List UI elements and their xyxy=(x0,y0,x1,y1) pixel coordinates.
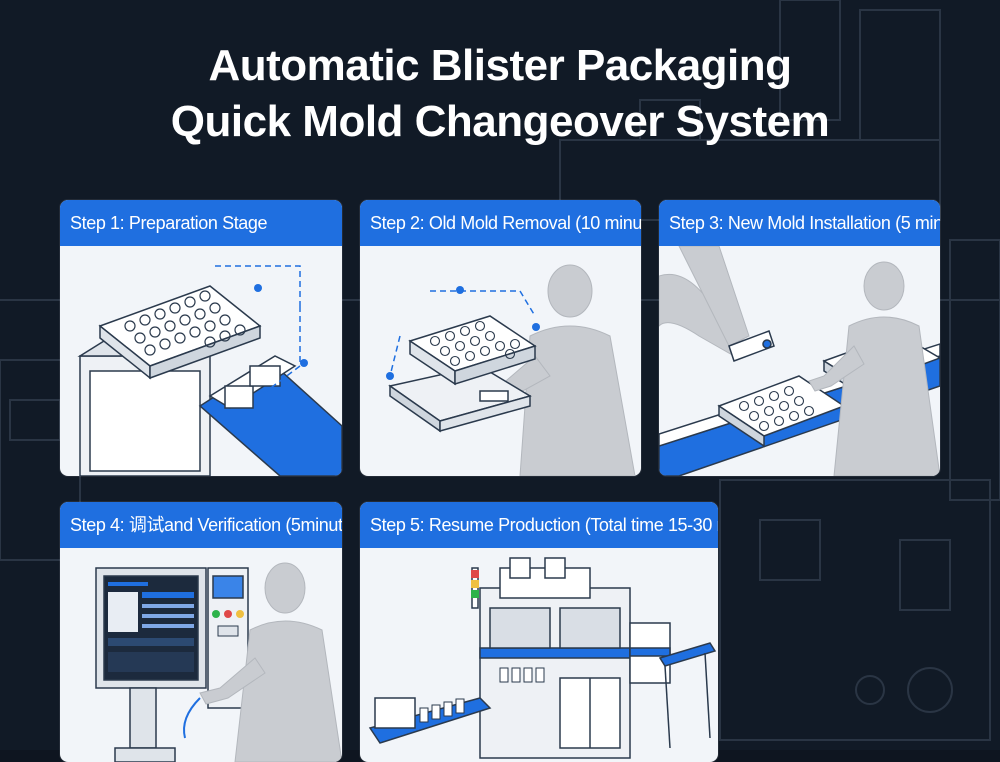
worker-figure xyxy=(808,261,940,476)
step-1-header: Step 1: Preparation Stage xyxy=(60,200,342,246)
worker-figure xyxy=(479,264,636,476)
step-1-card: Step 1: Preparation Stage xyxy=(60,200,342,476)
step-4-card: Step 4: 调试and Verification (5minutes) xyxy=(60,502,342,762)
step-1-illustration xyxy=(60,246,342,476)
worker-arm xyxy=(659,246,750,357)
step-5-illustration xyxy=(360,548,718,762)
step-5-card: Step 5: Resume Production (Total time 15… xyxy=(360,502,718,762)
title-line-2: Quick Mold Changeover System xyxy=(170,97,830,146)
step-2-card: Step 2: Old Mold Removal (10 minutes) xyxy=(360,200,641,476)
page-title: Automatic Blister Packaging Quick Mold C… xyxy=(0,38,1000,150)
step-3-card: Step 3: New Mold Installation (5 minutes… xyxy=(659,200,940,476)
step-3-illustration xyxy=(659,246,940,476)
title-line-1: Automatic Blister Packaging xyxy=(208,41,792,90)
step-3-header: Step 3: New Mold Installation (5 minutes… xyxy=(659,200,940,246)
step-2-header: Step 2: Old Mold Removal (10 minutes) xyxy=(360,200,641,246)
step-4-illustration xyxy=(60,548,342,762)
step-2-illustration xyxy=(360,246,641,476)
step-4-header: Step 4: 调试and Verification (5minutes) xyxy=(60,502,342,548)
worker-figure xyxy=(199,562,342,762)
step-5-header: Step 5: Resume Production (Total time 15… xyxy=(360,502,718,548)
